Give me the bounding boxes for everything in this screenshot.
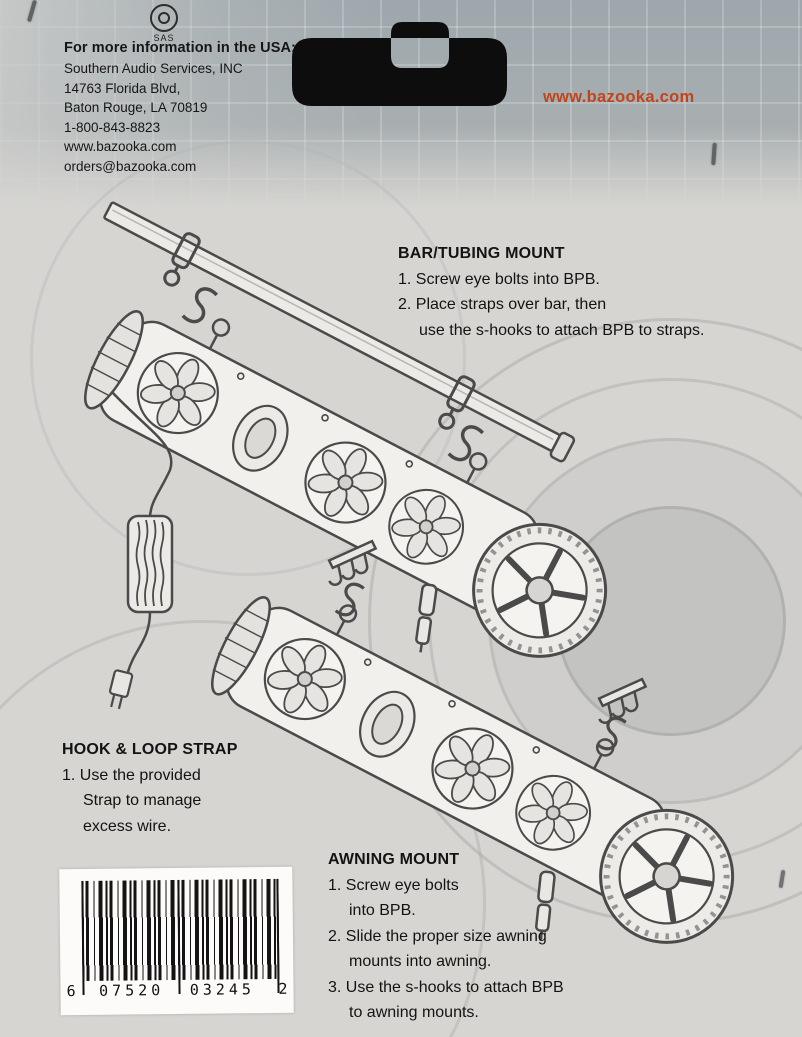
s-hook-icon [176, 282, 224, 329]
bar-tubing-mount-section: BAR/TUBING MOUNT 1. Screw eye bolts into… [398, 241, 796, 343]
hook-loop-strap-title: HOOK & LOOP STRAP [62, 741, 238, 758]
mounting-bar [103, 201, 576, 463]
contact-street: 14763 Florida Blvd, [64, 80, 181, 96]
contact-city: Baton Rouge, LA 70819 [64, 100, 208, 115]
barcode-digit-left: 6 [66, 982, 76, 1001]
contact-phone: 1-800-843-8823 [64, 119, 161, 135]
sas-logo-circle [150, 4, 178, 32]
hook-loop-strap-illustration [108, 391, 174, 710]
contact-block: For more information in the USA: Souther… [64, 40, 296, 176]
barcode: 6 07520 03245 2 [59, 866, 294, 1016]
power-plug-icon [108, 669, 134, 710]
awning-mount-title: AWNING MOUNT [328, 851, 460, 868]
instruction-line: into BPB. [349, 902, 416, 919]
barcode-digit-right: 2 [278, 979, 288, 998]
barcode-digits: 6 07520 03245 2 [66, 980, 287, 1000]
instruction-line: use the s-hooks to attach BPB to straps. [419, 321, 705, 339]
sas-logo-dot [158, 12, 170, 24]
watermark-circle [30, 140, 466, 576]
contact-email: orders@bazooka.com [64, 158, 197, 174]
awning-mount-clips [591, 677, 653, 726]
instruction-line: mounts into awning. [349, 953, 492, 970]
contact-company: Southern Audio Services, INC [64, 61, 243, 76]
sas-logo-icon: SAS [142, 4, 186, 43]
instruction-line: 1. Use the provided [62, 766, 201, 784]
instruction-line: 1. Screw eye bolts into BPB. [398, 270, 600, 288]
barcode-group-2: 03245 [187, 980, 258, 999]
website-url: www.bazooka.com [543, 88, 695, 106]
bar-tubing-mount-title: BAR/TUBING MOUNT [398, 245, 565, 262]
hanging-strap [412, 582, 439, 655]
barcode-bars [81, 878, 280, 981]
instruction-line: excess wire. [83, 817, 172, 835]
contact-website: www.bazooka.com [64, 139, 177, 154]
instruction-line: 2. Slide the proper size awning [328, 927, 547, 945]
contact-heading: For more information in the USA: [64, 40, 296, 56]
instruction-line: to awning mounts. [349, 1004, 479, 1021]
awning-mount-clips [321, 539, 383, 588]
instruction-line: Strap to manage [83, 792, 202, 809]
instruction-line: 1. Screw eye bolts [328, 876, 459, 894]
instruction-line: 3. Use the s-hooks to attach BPB [328, 978, 564, 996]
awning-mount-section: AWNING MOUNT 1. Screw eye bolts into BPB… [328, 847, 618, 1026]
barcode-guard-bar [276, 878, 280, 993]
hang-tab [292, 22, 507, 106]
instruction-line: 2. Place straps over bar, then [398, 296, 607, 313]
hook-loop-strap-section: HOOK & LOOP STRAP 1. Use the provided St… [62, 737, 302, 839]
barcode-group-1: 07520 [96, 981, 167, 1000]
sas-logo-text: SAS [153, 33, 175, 43]
